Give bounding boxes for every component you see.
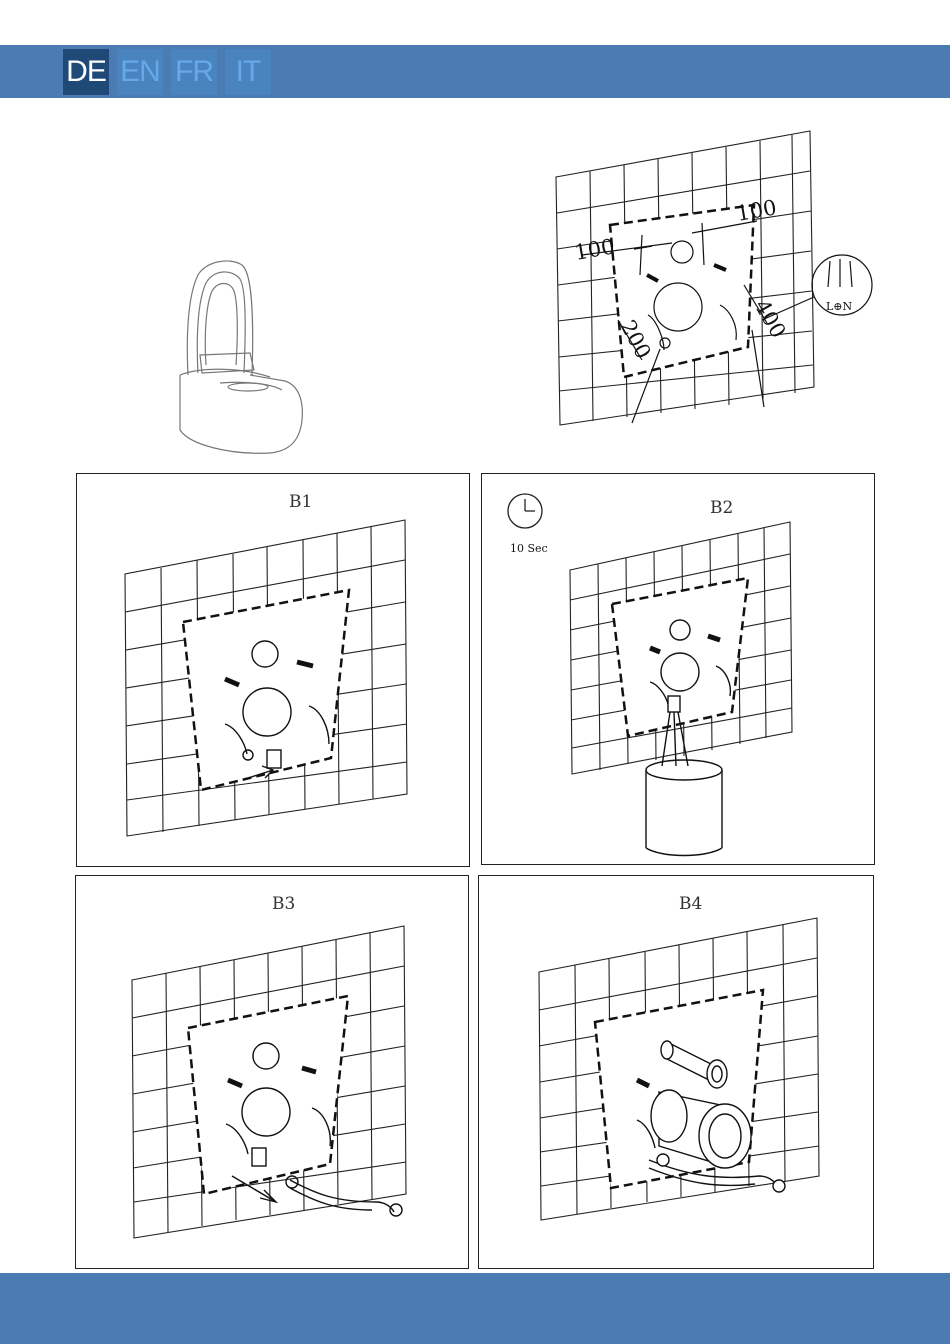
lang-tab-fr[interactable]: FR	[171, 49, 217, 95]
dimension-label-right-height: 400	[750, 296, 791, 343]
panel-b2: B2	[481, 473, 875, 865]
dimension-label-top: 100	[735, 195, 779, 226]
toilet-illustration	[170, 255, 320, 460]
panel-b1: B1	[76, 473, 470, 867]
installation-diagram: 100 100 400 200 L⊕N	[552, 125, 882, 430]
lang-tab-en[interactable]: EN	[117, 49, 163, 95]
lang-tab-it[interactable]: IT	[225, 49, 271, 95]
plug-label: L⊕N	[826, 300, 853, 313]
panel-b3: B3	[75, 875, 469, 1269]
timer-label: 10 Sec	[510, 542, 548, 555]
panel-b4: B4	[478, 875, 874, 1269]
clock-icon	[508, 494, 542, 528]
footer-bar	[0, 1273, 950, 1344]
lang-tab-de[interactable]: DE	[63, 49, 109, 95]
dimension-label-left: 100	[573, 234, 617, 265]
